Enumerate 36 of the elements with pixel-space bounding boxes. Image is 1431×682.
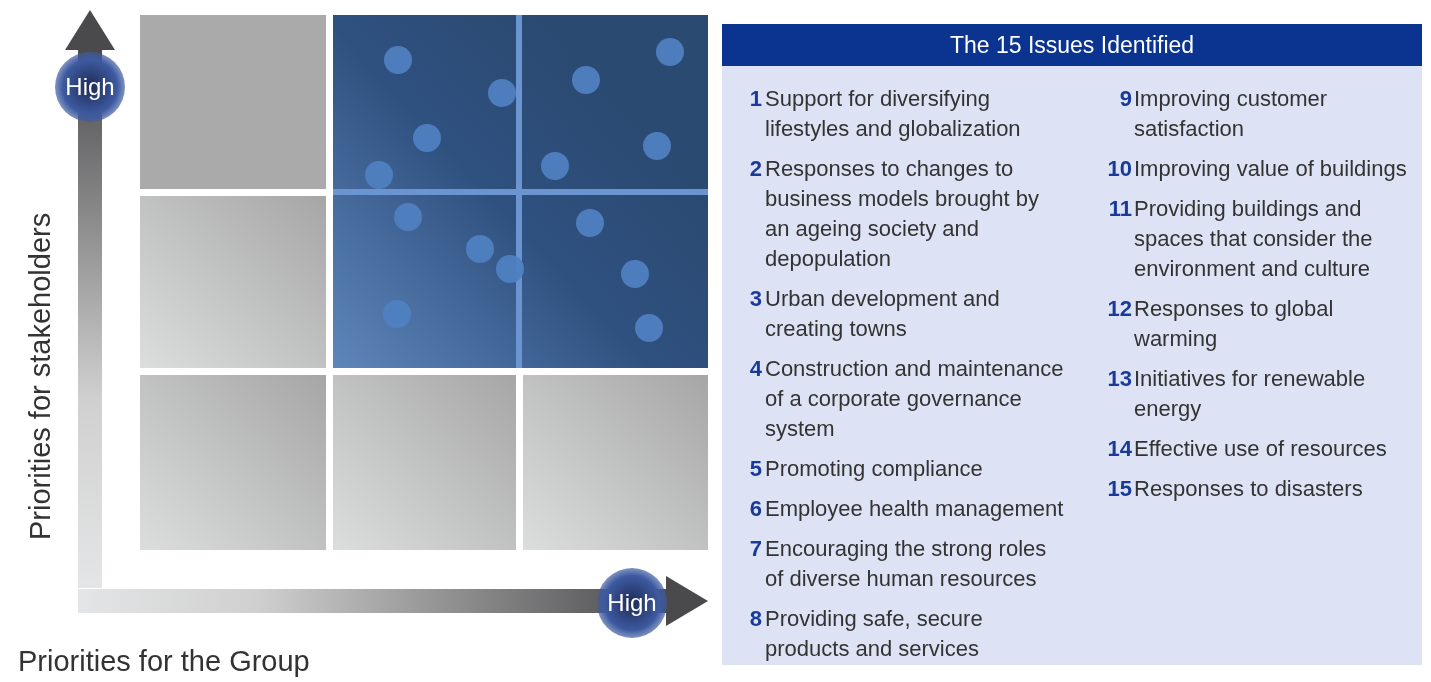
item-number: 2 <box>748 155 762 183</box>
item-number: 5 <box>748 455 762 483</box>
issue-text: Urban development and creating towns <box>765 285 1001 343</box>
issue-text: Responses to global warming <box>1134 295 1335 353</box>
issue-text: Improving customer satisfaction <box>1134 85 1329 143</box>
item-number: 7 <box>748 535 762 563</box>
issue-text: Providing buildings and spaces that consider the environment and culture <box>1134 195 1374 283</box>
item-number: 9 <box>1118 85 1132 113</box>
item-number: 4 <box>748 355 762 383</box>
item-number: 13 <box>1106 365 1132 393</box>
issue-text: Providing safe, secure products and services <box>765 605 984 663</box>
issue-text: Responses to changes to business models brought by an ageing society and depopulation <box>765 155 1040 273</box>
item-number: 6 <box>748 495 762 523</box>
item-number: 1 <box>748 85 762 113</box>
issue-text: Promoting compliance <box>765 455 984 483</box>
issues-panel <box>722 24 1422 665</box>
item-number: 3 <box>748 285 762 313</box>
item-number: 14 <box>1106 435 1132 463</box>
issue-text: Improving value of buildings <box>1134 155 1408 183</box>
issue-text: Initiatives for renewable energy <box>1134 365 1367 423</box>
item-number: 15 <box>1106 475 1132 503</box>
high-badge: High <box>597 568 667 638</box>
axis-title: Priorities for stakeholders <box>24 212 57 540</box>
item-number: 11 <box>1107 195 1132 223</box>
issue-text: Employee health management <box>765 495 1065 523</box>
item-number: 12 <box>1106 295 1132 323</box>
item-number: 10 <box>1106 155 1132 183</box>
axis-title: Priorities for the Group <box>18 645 310 678</box>
panel-title: The 15 Issues Identified <box>722 24 1422 66</box>
issue-text: Construction and maintenance of a corporate governance system <box>765 355 1065 443</box>
issue-text: Encouraging the strong roles of diverse human resources <box>765 535 1048 593</box>
issue-text: Support for diversifying lifestyles and globalization <box>765 85 1022 143</box>
issue-text: Responses to disasters <box>1134 475 1364 503</box>
issue-text: Effective use of resources <box>1134 435 1388 463</box>
item-number: 8 <box>748 605 762 633</box>
high-badge: High <box>55 52 125 122</box>
